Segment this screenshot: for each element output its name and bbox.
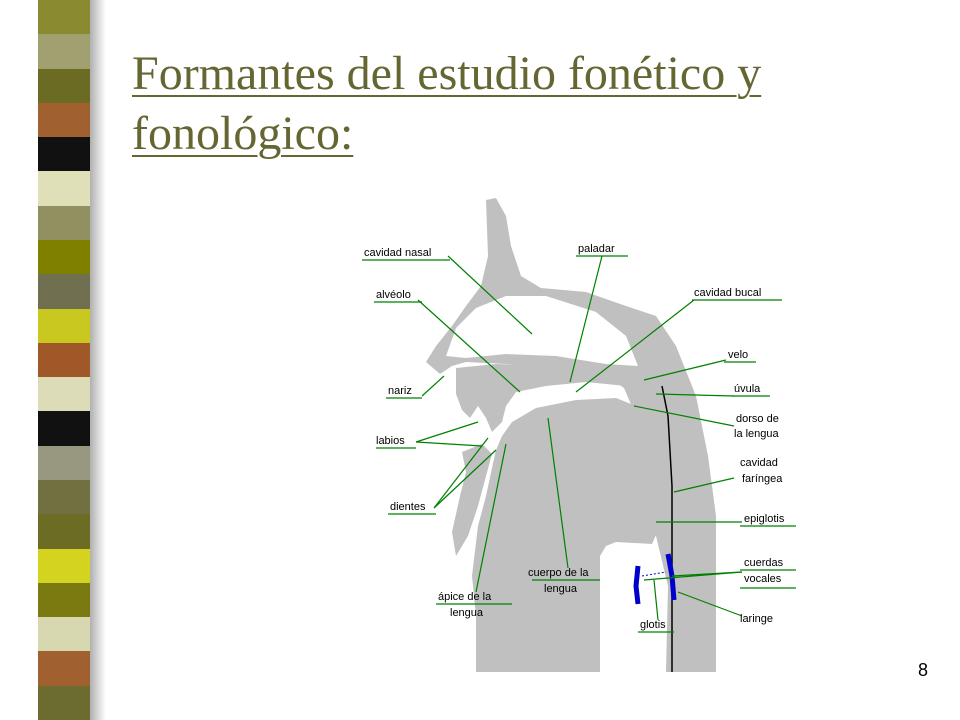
label-apice-1: ápice de la xyxy=(438,591,492,603)
label-alveolo: alvéolo xyxy=(376,289,411,301)
strip-block xyxy=(38,102,90,139)
strip-block xyxy=(38,137,90,173)
strip-block xyxy=(38,480,90,516)
leader-laringe xyxy=(677,591,743,617)
strip-block xyxy=(38,274,90,310)
leader-dientes-1 xyxy=(433,437,489,509)
strip-block xyxy=(38,342,90,379)
vocal-tract-diagram: cavidad nasal paladar alvéolo cavidad bu… xyxy=(356,196,806,676)
label-glotis: glotis xyxy=(640,619,666,631)
strip-block xyxy=(38,34,90,70)
strip-block xyxy=(38,411,90,447)
label-nariz: nariz xyxy=(388,385,412,397)
leader-apice xyxy=(475,443,507,593)
leader-nariz xyxy=(421,375,445,397)
leader-cavidad-bucal xyxy=(575,299,695,393)
label-cuerdas-1: cuerdas xyxy=(744,557,784,569)
label-uvula: úvula xyxy=(734,383,761,395)
leader-paladar xyxy=(569,255,603,383)
strip-block xyxy=(38,205,90,241)
decorative-strip xyxy=(38,0,90,720)
label-paladar: paladar xyxy=(578,243,615,255)
vocal-tract-svg: cavidad nasal paladar alvéolo cavidad bu… xyxy=(362,198,796,672)
leader-uvula xyxy=(655,393,735,397)
label-cavidad-far-2: faríngea xyxy=(742,473,783,485)
strip-block xyxy=(38,617,90,653)
label-cavidad-nasal: cavidad nasal xyxy=(364,247,431,259)
leader-alveolo xyxy=(417,299,521,393)
label-dorso-2: la lengua xyxy=(734,428,780,440)
label-velo: velo xyxy=(728,349,748,361)
slide-title: Formantes del estudio fonético y fonológ… xyxy=(132,47,762,160)
leader-dorso xyxy=(633,405,735,427)
strip-block xyxy=(38,685,90,720)
label-underlines xyxy=(362,255,796,633)
label-cuerpo-2: lengua xyxy=(544,583,578,595)
label-dientes: dientes xyxy=(390,501,426,513)
leader-faringea xyxy=(673,477,735,493)
leader-glotis xyxy=(653,579,659,621)
strip-block xyxy=(38,308,90,344)
strip-block xyxy=(38,445,90,481)
strip-block xyxy=(38,240,90,276)
decorative-strip-shadow xyxy=(90,0,106,720)
label-cuerpo-1: cuerpo de la xyxy=(528,567,589,579)
strip-block xyxy=(38,377,90,413)
leader-cuerdas-2 xyxy=(671,571,743,577)
strip-block xyxy=(38,0,90,36)
leader-velo xyxy=(643,359,727,381)
strip-block xyxy=(38,68,90,104)
label-cavidad-bucal: cavidad bucal xyxy=(694,287,761,299)
vocal-cord-left xyxy=(633,565,641,605)
leader-labios-2 xyxy=(415,441,483,447)
label-cuerdas-2: vocales xyxy=(744,573,782,585)
nasal-cavity xyxy=(446,296,638,366)
strip-block xyxy=(38,548,90,584)
leader-dientes-2 xyxy=(433,449,497,509)
strip-block xyxy=(38,514,90,550)
glottis-gap xyxy=(641,571,667,577)
label-laringe: laringe xyxy=(740,613,773,625)
strip-block xyxy=(38,651,90,687)
label-epiglotis: epiglotis xyxy=(744,513,785,525)
page-number: 8 xyxy=(917,660,928,680)
larynx-tube xyxy=(676,526,694,672)
label-apice-2: lengua xyxy=(450,607,484,619)
leader-labios-1 xyxy=(415,421,479,443)
leader-cuerpo xyxy=(547,417,569,569)
strip-block xyxy=(38,582,90,619)
tongue xyxy=(472,398,664,672)
label-labios: labios xyxy=(376,435,405,447)
strip-block xyxy=(38,171,90,207)
label-dorso-1: dorso de xyxy=(736,413,779,425)
label-cavidad-far-1: cavidad xyxy=(740,457,778,469)
leader-lines xyxy=(415,255,743,621)
leader-cavidad-nasal xyxy=(447,255,533,335)
lower-jaw xyxy=(452,444,492,556)
epiglottis-shape xyxy=(644,510,662,532)
